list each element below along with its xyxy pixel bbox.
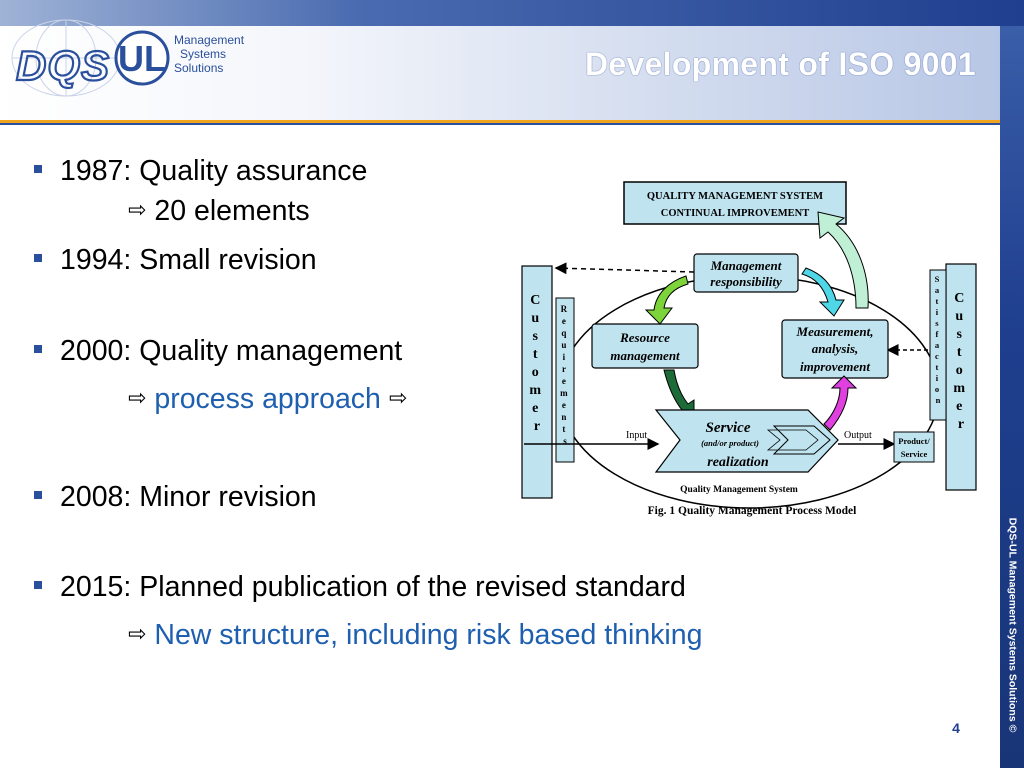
- arrow-magenta-icon: [823, 375, 858, 431]
- customer-left-box: [521, 265, 553, 499]
- customer-right-box: [945, 263, 977, 491]
- bullet-item-2008: 2008: Minor revision: [34, 480, 317, 514]
- satisfaction-box: [929, 269, 947, 421]
- bullet-item-2000: 2000: Quality management: [34, 334, 402, 368]
- logo-line-1: Management: [174, 33, 245, 47]
- input-label: Input: [626, 430, 647, 441]
- arrow-green-icon: [644, 275, 689, 325]
- diagram-caption: Fig. 1 Quality Management Process Model: [648, 505, 857, 517]
- bullet-marker: [34, 254, 42, 262]
- qms-continual-improvement-box: [623, 181, 847, 225]
- slide-title: Development of ISO 9001: [584, 46, 976, 82]
- quality-management-process-model: QUALITY MANAGEMENT SYSTEM CONTINUAL IMPR…: [521, 181, 977, 517]
- satisfaction-label: S a t i s f a c t i o n: [935, 274, 942, 405]
- logo-line-2: Systems: [180, 47, 226, 61]
- dashed-arrow-to-customer: [554, 262, 695, 275]
- bullet-sub-1987: ⇨ 20 elements: [128, 194, 310, 231]
- bullet-sub-2000: ⇨ process approach ⇨: [128, 382, 407, 419]
- service-inner-chevron-2: [766, 429, 819, 451]
- arrow-right-icon: ⇨: [388, 386, 408, 411]
- header-top-strip: [0, 0, 1024, 26]
- bullet-sub-text: 20 elements: [154, 195, 310, 227]
- resource-management-line-1: Resource: [619, 330, 670, 345]
- bullet-marker: [34, 491, 42, 499]
- management-responsibility-box: [693, 253, 799, 293]
- arrow-right-icon: ⇨: [128, 622, 147, 647]
- logo-dqs-mark: DQS: [16, 42, 110, 90]
- header-band: [0, 26, 1000, 122]
- requirements-label: R e q u i r e m e n t s: [560, 304, 570, 446]
- sidebar-copyright: DQS-UL Management Systems Solutions ©: [1000, 500, 1024, 750]
- header-rule-blue: [0, 123, 1000, 125]
- bullet-sub-text: New structure, including risk based thin…: [154, 619, 703, 651]
- page-number: 4: [952, 720, 960, 736]
- product-service-box: [893, 431, 935, 463]
- bullet-list: 1987: Quality assurance ⇨ 20 elements 19…: [34, 154, 702, 655]
- arrow-right-icon: ⇨: [128, 386, 147, 411]
- measurement-line-2: analysis,: [812, 341, 859, 356]
- logo-ul-mark: UL: [118, 38, 166, 79]
- requirements-box: [555, 297, 575, 463]
- measurement-analysis-improvement-box: [781, 319, 889, 379]
- dqs-ul-logo: DQS UL Management Systems Solutions: [11, 19, 245, 97]
- logo-line-3: Solutions: [174, 61, 223, 75]
- bullet-text: 1987: Quality assurance: [60, 155, 368, 187]
- customer-left-label: C u s t o m e r: [529, 293, 544, 434]
- resource-management-box: [591, 323, 699, 369]
- management-responsibility-line-1: Management: [710, 258, 782, 273]
- service-label: Service: [706, 420, 751, 436]
- management-responsibility-line-2: responsibility: [710, 274, 782, 289]
- bullet-text: 2000: Quality management: [60, 335, 403, 367]
- bullet-item-2015: 2015: Planned publication of the revised…: [34, 570, 686, 604]
- arrow-continual-improvement-icon: [817, 211, 869, 309]
- sidebar-copyright-text: DQS-UL Management Systems Solutions ©: [1006, 517, 1019, 733]
- bullet-sub-2015: ⇨ New structure, including risk based th…: [128, 618, 702, 655]
- product-service-line-1: Product/: [898, 436, 930, 446]
- qms-box-line-1: QUALITY MANAGEMENT SYSTEM: [647, 191, 823, 202]
- service-inner-chevron: [772, 425, 831, 455]
- qms-ellipse: [558, 275, 940, 509]
- arrow-right-icon: ⇨: [128, 198, 147, 223]
- bullet-marker: [34, 581, 42, 589]
- bullet-sub-text: process approach: [154, 383, 381, 415]
- realization-label: realization: [707, 455, 769, 470]
- measurement-line-3: improvement: [800, 359, 870, 374]
- resource-management-line-2: management: [610, 348, 680, 363]
- bullet-item-1987: 1987: Quality assurance: [34, 154, 367, 188]
- qms-box-line-2: CONTINUAL IMPROVEMENT: [661, 208, 809, 219]
- bullet-marker: [34, 345, 42, 353]
- product-service-line-2: Service: [901, 449, 928, 459]
- right-sidebar: [1000, 26, 1024, 768]
- bullet-text: 1994: Small revision: [60, 244, 317, 276]
- bullet-marker: [34, 165, 42, 173]
- output-label: Output: [844, 430, 872, 441]
- bullet-text: 2008: Minor revision: [60, 481, 317, 513]
- qms-ellipse-label: Quality Management System: [680, 485, 798, 495]
- bullet-text: 2015: Planned publication of the revised…: [60, 571, 686, 603]
- measurement-line-1: Measurement,: [796, 324, 874, 339]
- arrow-cyan-icon: [801, 267, 845, 317]
- header-rule-orange: [0, 120, 1000, 123]
- service-subtitle: (and/or product): [701, 438, 759, 448]
- bullet-item-1994: 1994: Small revision: [34, 243, 317, 277]
- arrow-darkgreen-icon: [663, 369, 695, 419]
- customer-right-label: C u s t o m e r: [953, 291, 968, 432]
